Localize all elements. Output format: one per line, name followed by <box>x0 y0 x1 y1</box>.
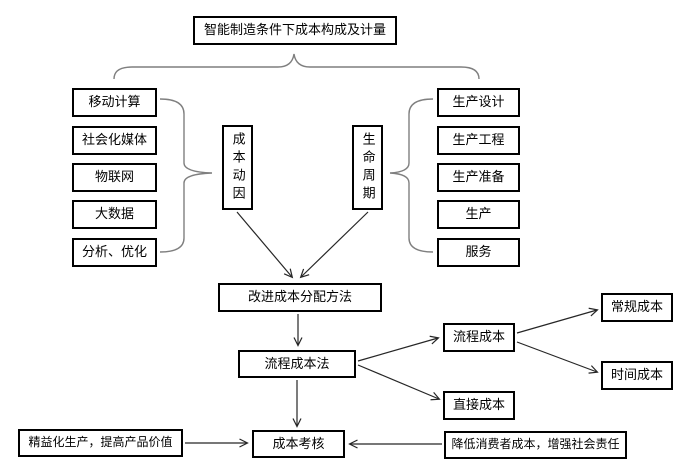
node-reduce-consumer-cost: 降低消费者成本，增强社会责任 <box>444 431 627 459</box>
node-cost-assessment: 成本考核 <box>252 430 345 458</box>
node-life-cycle: 生命周期 <box>352 125 383 210</box>
arrow-life-cycle-to-improve <box>299 211 369 279</box>
brace-life-cycle-to-stages <box>389 98 434 253</box>
node-production-engineering: 生产工程 <box>437 126 520 155</box>
node-regular-cost: 常规成本 <box>601 293 673 322</box>
node-production-preparation: 生产准备 <box>437 163 520 192</box>
brace-title-to-columns <box>113 53 480 80</box>
node-production: 生产 <box>437 200 520 229</box>
node-cost-driver: 成本动因 <box>222 125 253 210</box>
node-production-design: 生产设计 <box>437 88 520 117</box>
arrow-process-cost-to-regular-cost <box>516 307 599 334</box>
node-lean-production: 精益化生产，提高产品价值 <box>18 429 183 457</box>
arrow-process-costing-to-process-cost <box>357 335 440 362</box>
node-process-cost: 流程成本 <box>443 323 515 352</box>
node-time-cost: 时间成本 <box>601 361 673 390</box>
node-analysis-optimization: 分析、优化 <box>72 238 157 267</box>
node-process-costing-method: 流程成本法 <box>238 350 356 378</box>
arrow-process-cost-to-time-cost <box>516 341 599 374</box>
arrow-cost-driver-to-improve <box>236 211 294 279</box>
node-big-data: 大数据 <box>72 200 157 229</box>
brace-smart-tech-to-cost-driver <box>159 98 213 253</box>
arrow-process-costing-to-direct-cost <box>357 364 441 401</box>
node-improve-cost-allocation: 改进成本分配方法 <box>218 283 382 312</box>
node-iot: 物联网 <box>72 163 157 192</box>
node-service: 服务 <box>437 238 520 267</box>
node-title: 智能制造条件下成本构成及计量 <box>193 16 397 45</box>
node-mobile-computing: 移动计算 <box>72 88 157 117</box>
node-direct-cost: 直接成本 <box>443 391 515 420</box>
node-social-media: 社会化媒体 <box>72 126 157 155</box>
